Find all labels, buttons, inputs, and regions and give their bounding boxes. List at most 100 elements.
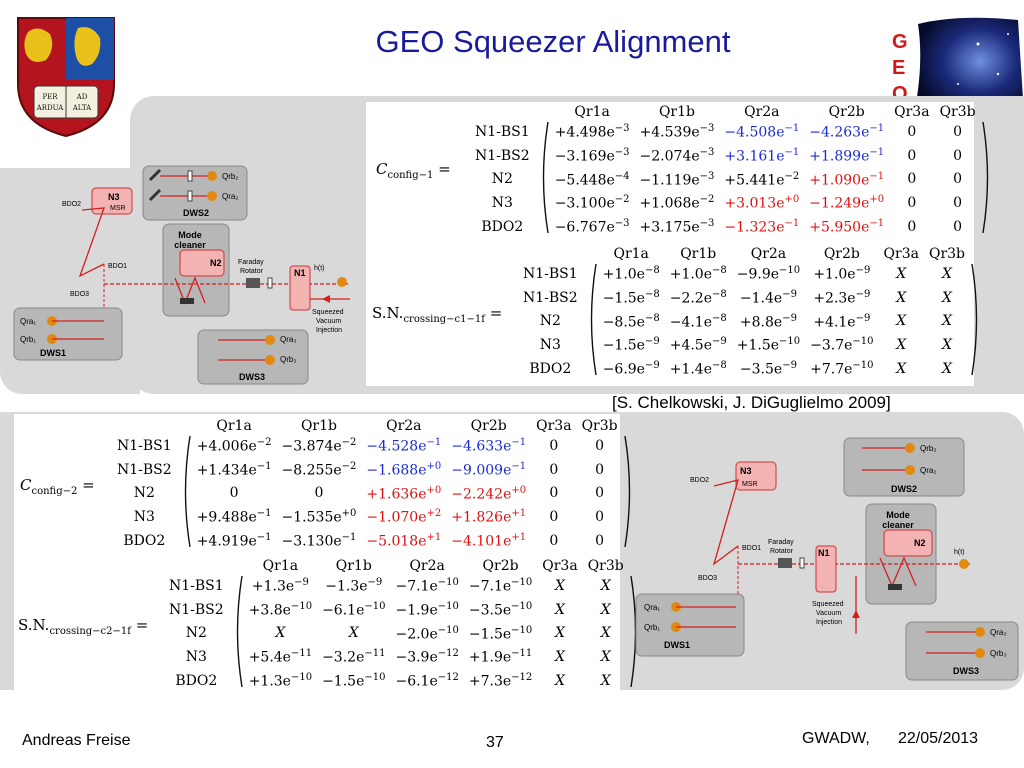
config1-matrix-cell: −3.169e−3 <box>550 144 635 168</box>
label-sq3-b: Injection <box>816 619 842 626</box>
label-qrb3: Qrb₃ <box>280 355 297 364</box>
sn1-column-header: Qr1b <box>680 246 717 262</box>
config2-cell-mantissa: 0 <box>314 485 324 502</box>
sn2-lhs-base: S.N. <box>18 616 50 634</box>
sn2-cell-exponent: −10 <box>290 672 313 684</box>
config2-cell-mantissa: 0 <box>549 461 559 478</box>
sn2-cell-mantissa: +1.3e <box>248 673 291 690</box>
config1-cell-mantissa: 0 <box>953 147 963 164</box>
config1-cell-exponent: −1 <box>784 146 800 158</box>
sn1-row-label: N2 <box>539 313 561 330</box>
config1-matrix-cell: −1.323e−1 <box>719 215 804 239</box>
sn2-matrix-cell: X <box>317 622 390 646</box>
config2-cell-mantissa: 0 <box>595 461 605 478</box>
config1-row-label: N1-BS1 <box>475 123 530 140</box>
config2-cell-exponent: −2 <box>341 437 357 449</box>
sn1-cell-mantissa: +4.5e <box>669 338 712 355</box>
sn2-matrix-cell: −7.1e−10 <box>390 574 463 598</box>
config1-column-header: Qr3a <box>894 104 930 120</box>
footer-event: GWADW, <box>802 730 870 747</box>
sn2-cell-exponent: −10 <box>437 624 459 636</box>
sn1-cell-mantissa: +4.1e <box>813 314 856 331</box>
config2-column-header: Qr1a <box>216 418 252 434</box>
config1-cell-mantissa: −4.263e <box>809 124 870 141</box>
crest-text-alta: ALTA <box>72 104 92 112</box>
sn2-cell-mantissa: +1.9e <box>468 650 512 667</box>
sn2-cell-mantissa: X <box>600 673 611 690</box>
label-qrb2-b: Qrb₂ <box>920 444 936 453</box>
sn1-matrix-cell: +1.0e−9 <box>805 262 878 286</box>
config2-cell-mantissa: −9.009e <box>451 462 512 479</box>
sn2-matrix-cell: −1.9e−10 <box>390 598 463 622</box>
config2-lhs-sub: config−2 <box>31 486 78 497</box>
label-mc2-b: cleaner <box>882 520 914 530</box>
sn1-cell-exponent: −8 <box>712 288 727 300</box>
config2-row-label: N1-BS2 <box>117 461 172 478</box>
sn2-cell-mantissa: +1.3e <box>251 578 295 595</box>
label-faraday-1: Faraday <box>238 259 264 266</box>
config1-cell-mantissa: 0 <box>907 171 917 188</box>
config2-matrix-cell: +4.006e−2 <box>192 434 277 458</box>
config2-cell-mantissa: +4.006e <box>196 438 257 455</box>
label-ht: h(t) <box>314 265 325 272</box>
sn1-row-label: N1-BS2 <box>523 289 578 306</box>
sn1-column-header: Qr3b <box>928 246 966 262</box>
label-n2-b: N2 <box>914 538 926 548</box>
label-squeezed-3: Injection <box>316 327 342 334</box>
sn2-cell-exponent: −10 <box>437 600 459 612</box>
config2-cell-exponent: −1 <box>511 437 527 449</box>
config2-right-bracket <box>623 434 635 553</box>
sn2-row-label: N1-BS2 <box>169 601 224 618</box>
config2-header-paren-spacer <box>180 418 192 434</box>
config1-cell-mantissa: −4.508e <box>724 124 785 141</box>
config2-cell-mantissa: 0 <box>549 485 559 502</box>
config2-cell-exponent: +1 <box>511 508 527 520</box>
config2-matrix-row: N1-BS2+1.434e−1−8.255e−2−1.688e+0−9.009e… <box>112 458 635 482</box>
config2-cell-mantissa: +9.488e <box>196 510 257 527</box>
sn1-cell-mantissa: −1.5e <box>602 290 645 307</box>
config1-cell-mantissa: 0 <box>907 123 917 140</box>
config1-cell-exponent: −1 <box>869 170 885 182</box>
label-dws3-b: DWS3 <box>953 666 979 676</box>
config1-cell-mantissa: +1.068e <box>639 196 700 213</box>
sn2-matrix-cell: X <box>583 622 629 646</box>
sn1-cell-mantissa: +1.0e <box>669 266 712 283</box>
config2-cell-exponent: −1 <box>256 460 272 472</box>
config2-cell-mantissa: −4.528e <box>366 438 427 455</box>
config2-matrix-cell: 0 <box>531 505 576 529</box>
config2-matrix-cell: 0 <box>577 529 623 553</box>
config1-matrix-cell: −1.249e+0 <box>804 191 889 215</box>
geo-letter-g: G <box>892 31 908 53</box>
config1-matrix-row: BDO2−6.767e−3+3.175e−3−1.323e−1+5.950e−1… <box>470 215 993 239</box>
sn2-cell-mantissa: X <box>554 625 565 642</box>
config1-cell-exponent: −1 <box>784 218 800 230</box>
label-faraday2-b: Rotator <box>770 548 794 555</box>
config1-header-blank <box>470 104 538 120</box>
config2-cell-exponent: −1 <box>511 460 527 472</box>
config2-matrix-cell: +9.488e−1 <box>192 505 277 529</box>
sn1-cell-mantissa: X <box>896 265 907 282</box>
sn1-cell-exponent: −9 <box>644 336 660 348</box>
sn2-lhs-sub: crossing−c2−1f <box>49 626 131 637</box>
sn2-matrix-cell: −6.1e−12 <box>390 669 463 693</box>
config2-cell-exponent: +0 <box>511 484 527 496</box>
sn1-left-bracket <box>586 262 598 381</box>
sn1-cell-exponent: −10 <box>779 336 801 348</box>
crest-text-ad: AD <box>76 93 88 101</box>
sn2-matrix-cell: +3.8e−10 <box>244 598 317 622</box>
sn2-cell-exponent: −10 <box>364 600 386 612</box>
config1-column-header: Qr2a <box>744 104 780 120</box>
label-mode-cleaner-2: cleaner <box>174 240 206 250</box>
config1-matrix-cell: +5.950e−1 <box>804 215 889 239</box>
config2-matrix-cell: 0 <box>577 482 623 506</box>
config1-cell-exponent: −3 <box>614 218 630 230</box>
config1-cell-exponent: −4 <box>614 170 630 182</box>
config1-matrix-cell: −5.448e−4 <box>550 168 635 192</box>
